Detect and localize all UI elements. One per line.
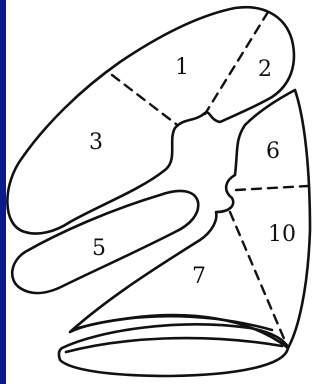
region-label-6: 6: [266, 139, 280, 164]
region-label-10: 10: [268, 222, 296, 247]
region-label-3: 3: [89, 130, 103, 155]
region-label-5: 5: [92, 236, 106, 261]
region-label-7: 7: [192, 264, 206, 289]
region-label-1: 1: [175, 55, 189, 80]
region-label-2: 2: [258, 57, 272, 82]
